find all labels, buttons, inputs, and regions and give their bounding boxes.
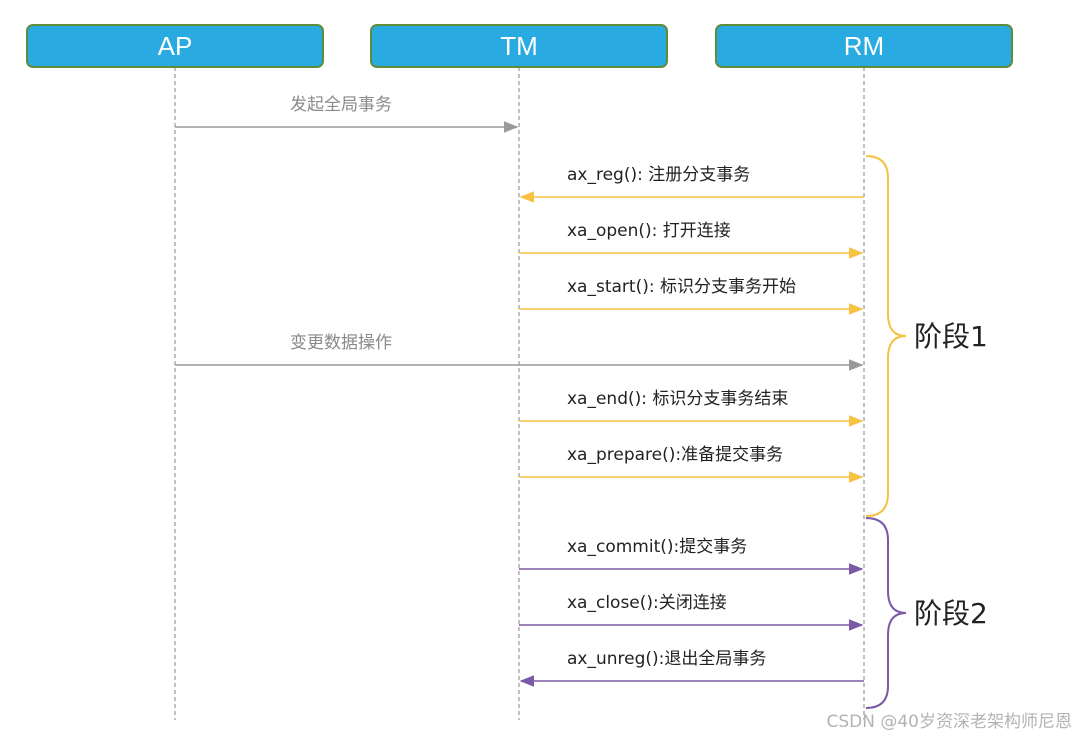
messages: 发起全局事务 ax_reg(): 注册分支事务 xa_open(): 打开连接 xa_… [175, 95, 864, 687]
actor-box-rm [715, 24, 1013, 68]
actor-label-tm: TM [500, 31, 538, 61]
message-xa-commit: xa_commit():提交事务 [519, 537, 864, 575]
message-label-xa-close: xa_close():关闭连接 [567, 593, 727, 613]
message-label-ax-unreg: ax_unreg():退出全局事务 [567, 649, 766, 669]
actor-tm: TM [370, 24, 668, 68]
phase-label-1: 阶段1 [914, 320, 988, 353]
message-xa-prepare: xa_prepare():准备提交事务 [519, 445, 864, 483]
actor-ap: AP [26, 24, 324, 68]
actors: AP TM RM [26, 24, 1013, 68]
message-change-data: 变更数据操作 [175, 333, 864, 371]
phase-2: 阶段2 [865, 517, 988, 709]
message-label-xa-open: xa_open(): 打开连接 [567, 221, 731, 241]
actor-box-tm [370, 24, 668, 68]
phase-brace-1 [865, 155, 907, 517]
phase-brace-2 [865, 517, 907, 709]
message-label-ax-reg: ax_reg(): 注册分支事务 [567, 165, 750, 185]
lifelines [174, 67, 865, 720]
message-xa-open: xa_open(): 打开连接 [519, 221, 864, 259]
message-xa-close: xa_close():关闭连接 [519, 593, 864, 631]
actor-label-rm: RM [844, 31, 884, 61]
message-label-start-global-tx: 发起全局事务 [290, 95, 392, 115]
message-ax-unreg: ax_unreg():退出全局事务 [519, 649, 864, 687]
message-start-global-tx: 发起全局事务 [175, 95, 519, 133]
message-xa-end: xa_end(): 标识分支事务结束 [519, 389, 864, 427]
actor-label-ap: AP [158, 31, 193, 61]
message-label-xa-start: xa_start(): 标识分支事务开始 [567, 277, 796, 297]
message-label-xa-commit: xa_commit():提交事务 [567, 537, 747, 557]
message-label-xa-end: xa_end(): 标识分支事务结束 [567, 389, 788, 409]
message-label-xa-prepare: xa_prepare():准备提交事务 [567, 445, 783, 465]
message-label-change-data: 变更数据操作 [290, 333, 392, 353]
message-xa-start: xa_start(): 标识分支事务开始 [519, 277, 864, 315]
actor-rm: RM [715, 24, 1013, 68]
message-ax-reg: ax_reg(): 注册分支事务 [519, 165, 864, 203]
watermark: CSDN @40岁资深老架构师尼恩 [826, 712, 1072, 732]
phases: 阶段1 阶段2 [865, 155, 988, 709]
actor-box-ap [26, 24, 324, 68]
phase-1: 阶段1 [865, 155, 988, 517]
phase-label-2: 阶段2 [914, 597, 988, 630]
